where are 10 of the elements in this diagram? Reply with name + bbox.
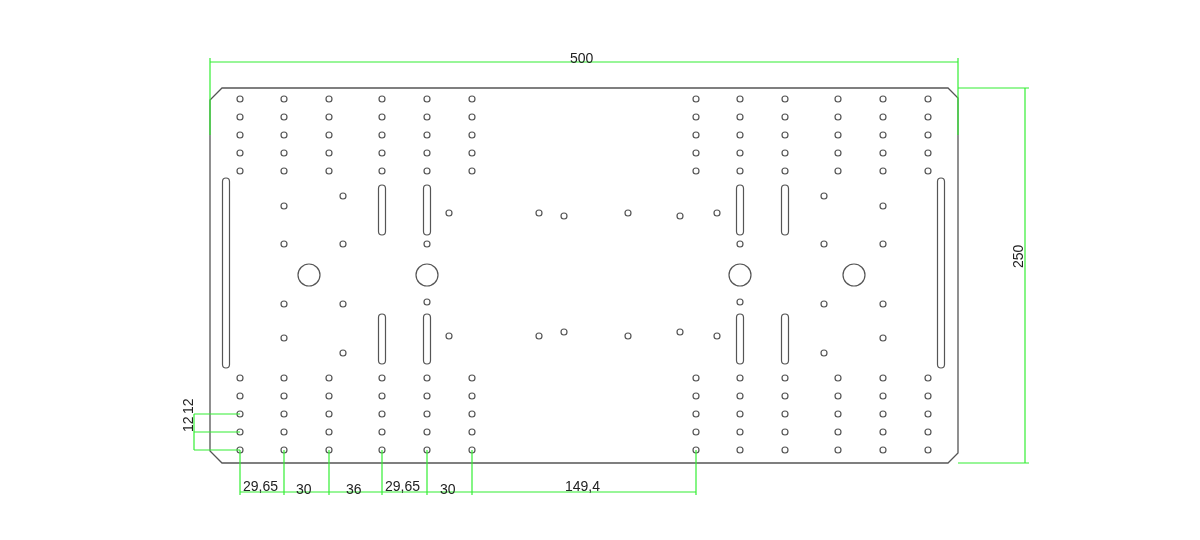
dimension-value: 30 [296,481,312,497]
dimension-value: 250 [1010,244,1026,268]
dimension-value: 29,65 [243,478,279,494]
dimension-value: 149,4 [565,478,601,494]
dimension-value: 12 [180,416,196,432]
dimension-value: 30 [440,481,456,497]
dimension-value: 12 [180,398,196,414]
dimension-value: 500 [570,50,594,66]
dimension-value: 36 [346,481,362,497]
dimension-value: 29,65 [385,478,421,494]
